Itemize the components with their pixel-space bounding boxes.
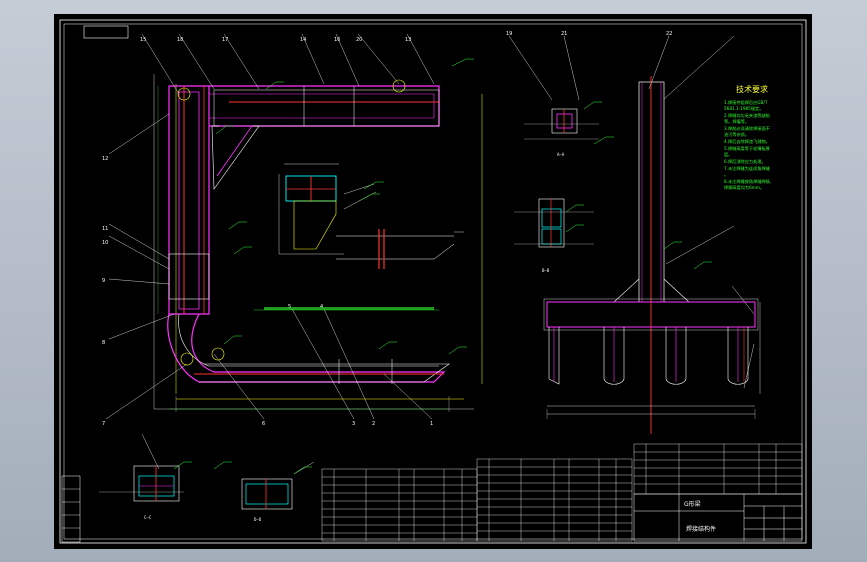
notes-line-6: 油污等杂质。	[724, 131, 749, 138]
balloon-6: 6	[262, 421, 265, 427]
section-c-c	[99, 433, 184, 502]
cad-drawing: 15 18 17 14 16 20 13 12 11 10 9 8 7 6 5 …	[59, 19, 807, 544]
balloon-14: 14	[300, 37, 306, 43]
technical-notes: 技术要求 1.焊接件组焊后应GB/T 5681.1-1985规定。 2.焊缝均匀…	[724, 84, 771, 191]
notes-title: 技术要求	[736, 84, 768, 94]
balloon-3: 3	[352, 421, 355, 427]
section-label-b: B—B	[542, 268, 550, 273]
section-d-d	[241, 461, 315, 510]
dimension-ticks	[175, 396, 756, 419]
leaders-side	[508, 35, 755, 389]
notes-line-10: 6.焊后消除应力处理。	[724, 158, 766, 165]
bom-table-middle	[476, 458, 633, 542]
notes-line-5: 3.焊前必须清除焊接面干	[724, 125, 770, 132]
title-subtitle: 焊接结构件	[686, 525, 716, 533]
balloon-17: 17	[222, 37, 228, 43]
notes-line-13: 8.未注焊缝按角焊缝焊接,	[724, 178, 771, 185]
balloon-19: 19	[506, 31, 512, 37]
callout-text-block	[264, 307, 434, 310]
balloon-20: 20	[356, 37, 362, 43]
bom-table-right	[633, 443, 803, 495]
balloon-15: 15	[140, 37, 146, 43]
notes-line-9: 度。	[724, 151, 732, 158]
balloon-12: 12	[102, 156, 108, 162]
balloon-7: 7	[102, 421, 105, 427]
weld-symbols	[173, 58, 712, 475]
g-beam-front-view	[153, 74, 483, 410]
corner-box	[83, 25, 129, 39]
notes-line-12: 。	[724, 172, 728, 177]
drawing-sheet: 15 18 17 14 16 20 13 12 11 10 9 8 7 6 5 …	[54, 14, 812, 549]
notes-line-1: 1.焊接件组焊后应GB/T	[724, 99, 768, 106]
notes-line-7: 4.焊后去除焊渣飞溅物。	[724, 138, 770, 145]
section-label-a: A—A	[557, 152, 565, 157]
notes-line-4: 等。焊瘤等。	[724, 118, 749, 125]
notes-line-2: 5681.1-1985规定。	[724, 105, 763, 112]
bom-table-left	[321, 468, 478, 542]
section-label-d: D—D	[254, 517, 262, 522]
balloon-13: 13	[405, 37, 411, 43]
notes-line-8: 5.焊缝高度等于较薄板厚	[724, 145, 770, 152]
balloon-9: 9	[102, 278, 105, 284]
section-detail-center	[278, 163, 464, 269]
g-beam-side-view	[543, 76, 761, 434]
balloon-21: 21	[561, 31, 567, 37]
notes-line-14: 焊脚高度均为6mm。	[724, 184, 764, 191]
section-a-a	[524, 108, 599, 140]
balloon-8: 8	[102, 340, 105, 346]
balloon-16: 16	[334, 37, 340, 43]
balloon-22: 22	[666, 31, 672, 37]
notes-line-11: 7.未注焊缝为连续角焊缝	[724, 165, 771, 172]
balloon-11: 11	[102, 226, 108, 232]
inner-frame	[63, 23, 803, 540]
leaders-front	[105, 33, 435, 420]
left-strip	[61, 475, 81, 543]
title-block	[633, 493, 803, 542]
balloon-10: 10	[102, 240, 108, 246]
balloon-1: 1	[430, 421, 433, 427]
balloon-18: 18	[177, 37, 183, 43]
section-b-b	[514, 198, 594, 248]
title-name: G形梁	[684, 500, 701, 508]
balloons-side: 19 21 22	[506, 31, 672, 37]
section-label-c: C—C	[144, 515, 152, 520]
outer-frame	[59, 19, 807, 544]
notes-line-3: 2.焊缝均匀无夹渣等缺陷	[724, 112, 770, 119]
balloon-2: 2	[372, 421, 375, 427]
